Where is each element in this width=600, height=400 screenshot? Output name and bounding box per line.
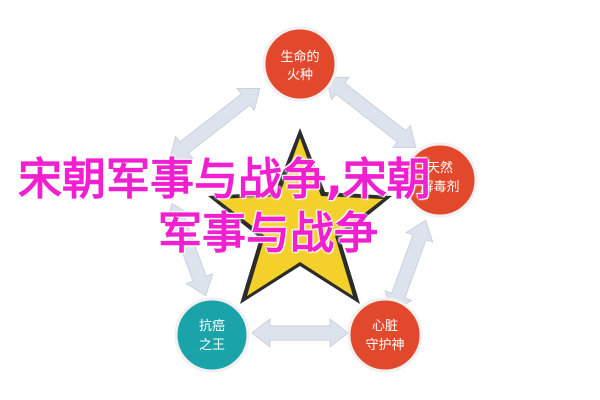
node-top-line2: 火种 [287,68,313,83]
node-bottom-right-line2: 守护神 [365,338,404,353]
overlay-text-line-2: 军事与战争 [158,208,378,259]
node-right-line2: 解毒剂 [420,180,459,195]
star-icon [217,138,383,296]
arrow-left-vertical [164,202,214,297]
arrows [164,76,434,349]
center-star [208,128,392,304]
node-bottom-left-line2: 之王 [199,338,225,353]
arrow-top-left [169,87,261,160]
node-top: 生命的 火种 [262,26,338,102]
node-right: 天然 解毒剂 [402,142,478,218]
node-bottom-left-line1: 抗癌 [199,318,225,334]
node-bottom-right-line1: 心脏 [372,319,398,334]
node-bottom-right: 心脏 守护神 [347,297,423,373]
arrow-bottom-horizontal [251,317,349,349]
node-top-line1: 生命的 [280,49,319,65]
overlay-text-line-1: 宋朝军事与战争,宋朝 [18,154,431,205]
node-bottom-left: 抗癌 之王 [174,297,250,373]
node-right-line1: 天然 [427,160,453,176]
